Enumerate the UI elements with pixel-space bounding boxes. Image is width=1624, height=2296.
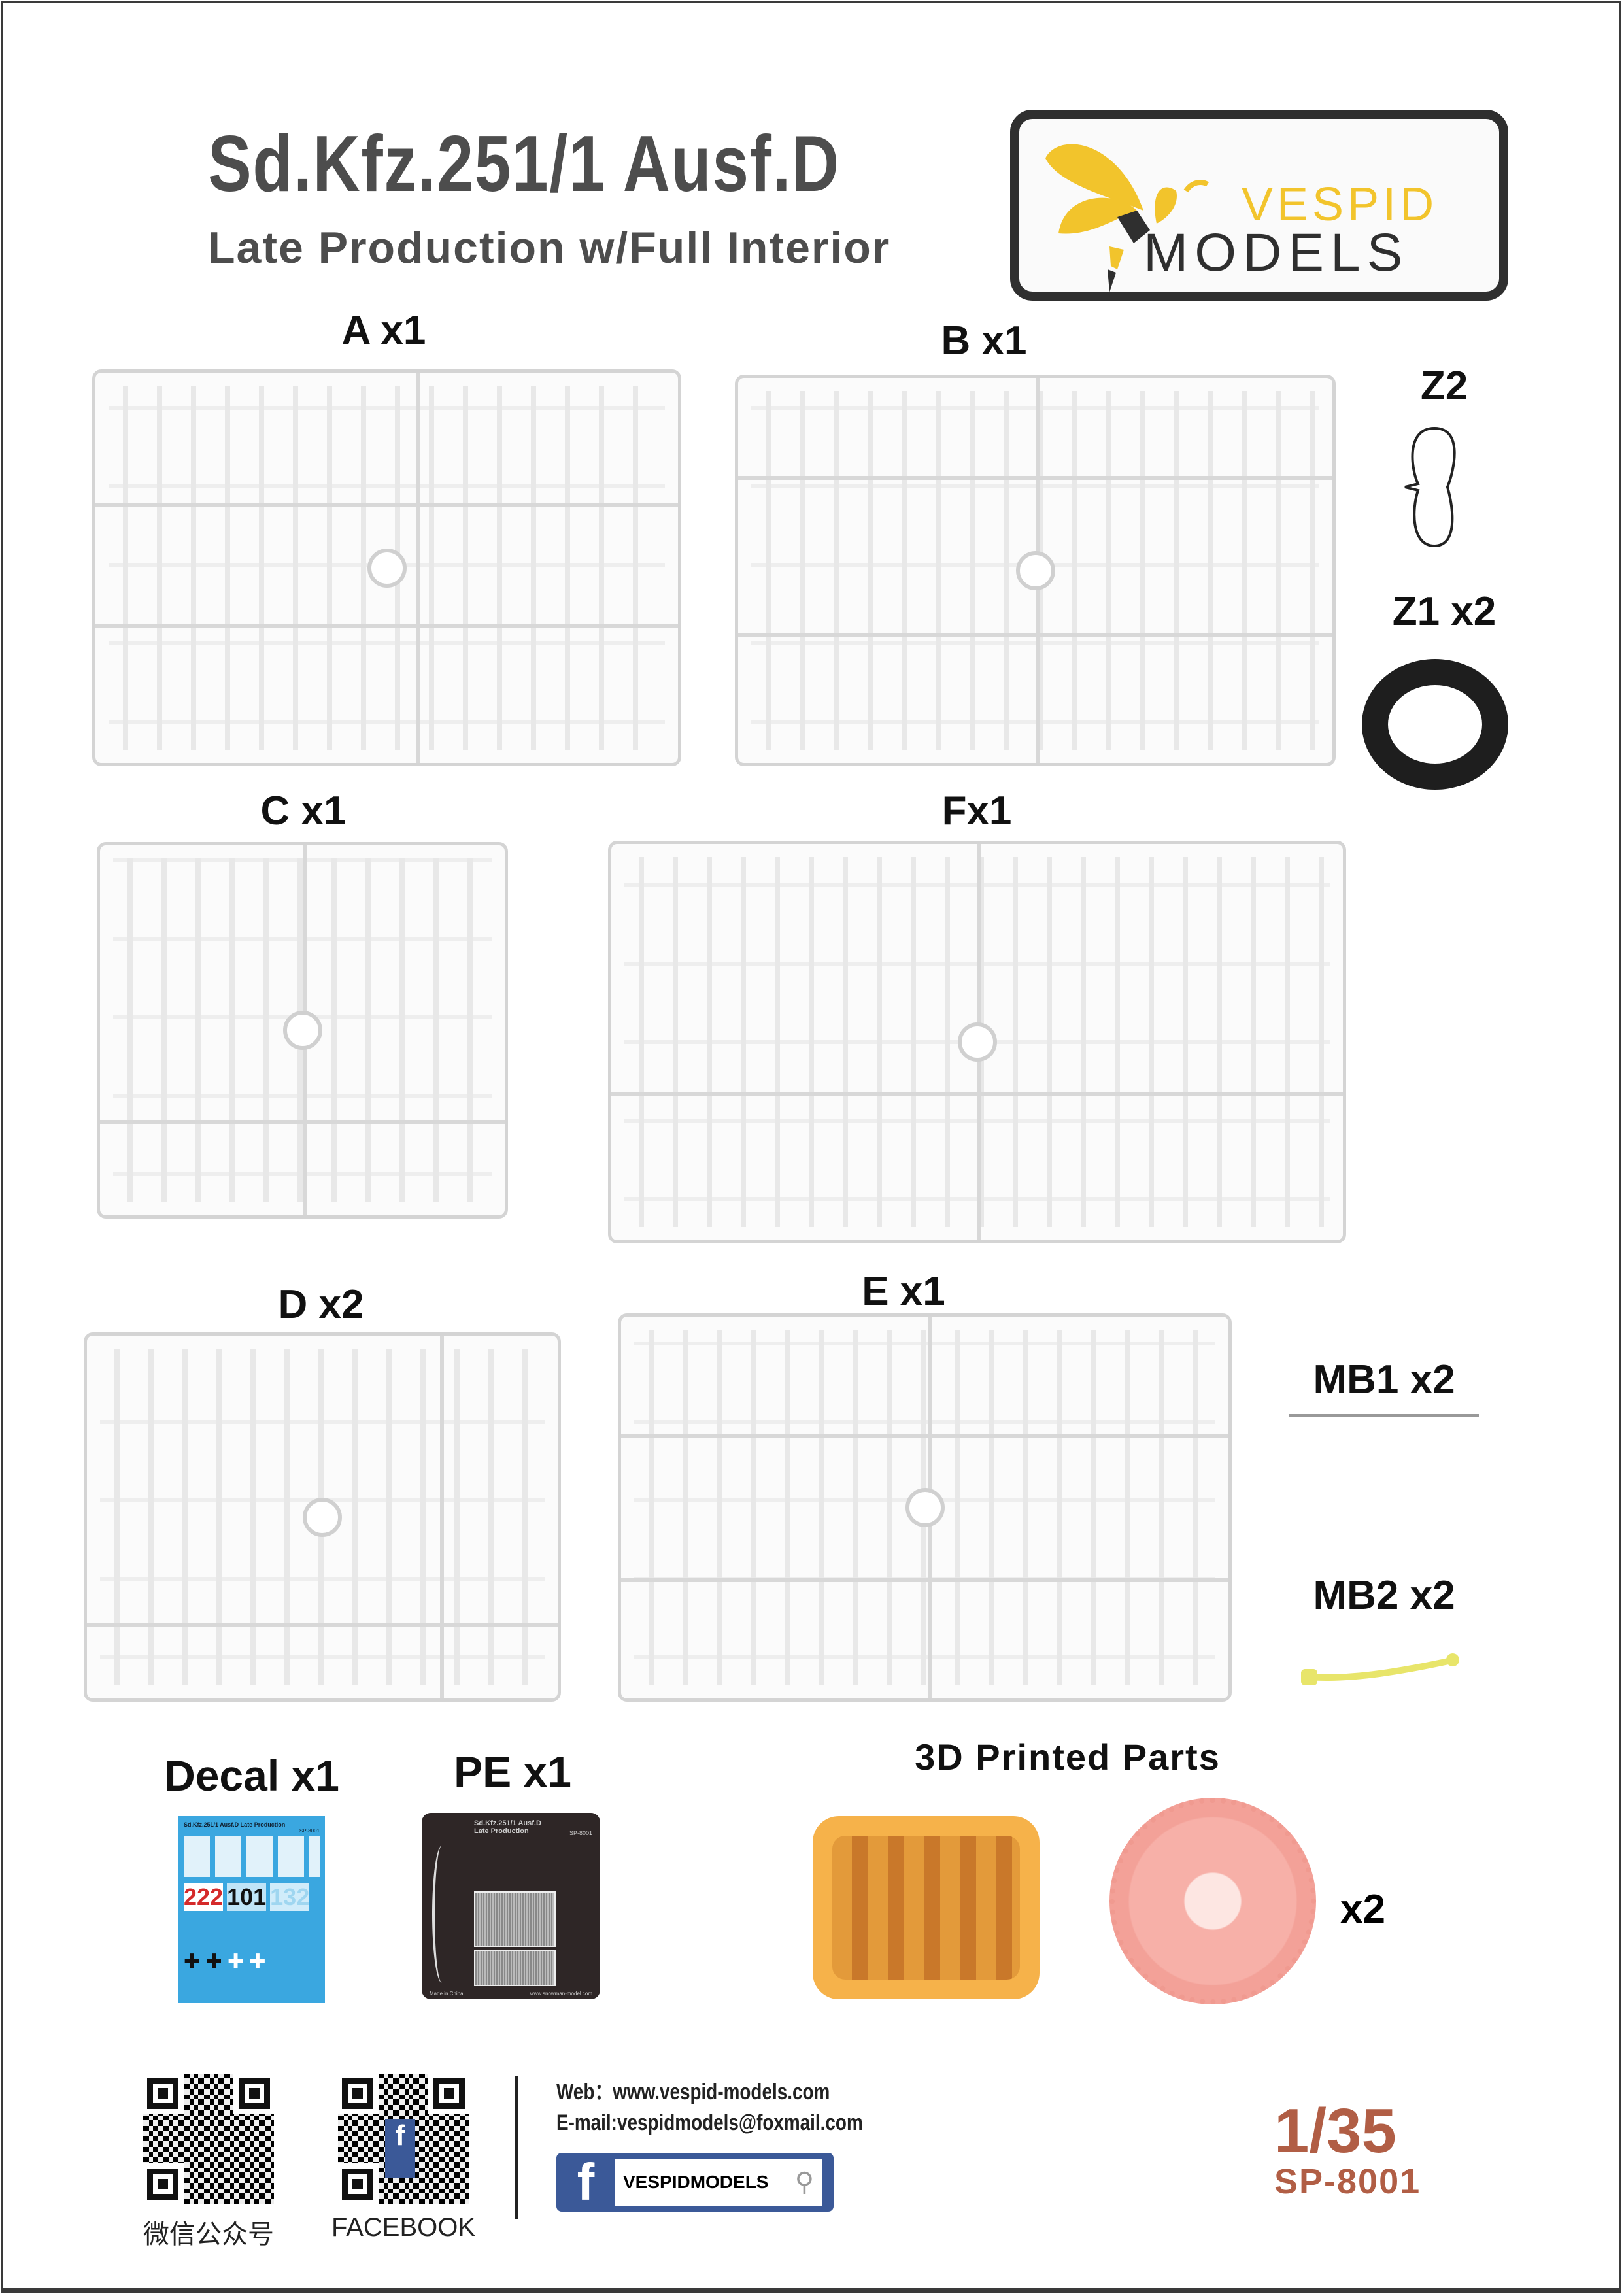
decal-code: SP-8001: [299, 1828, 320, 1834]
sprue-a-label: A x1: [341, 308, 426, 353]
pe-label: PE x1: [454, 1747, 571, 1796]
wechat-label: 微信公众号: [143, 2220, 274, 2249]
sprue-f: [608, 841, 1346, 1243]
wasp-icon: [1045, 144, 1210, 292]
facebook-label: FACEBOOK: [331, 2213, 476, 2242]
page-title: Sd.Kfz.251/1 Ausf.D: [208, 119, 840, 208]
facebook-page-name: VESPIDMODELS: [623, 2172, 769, 2192]
decal-sheet-title: Sd.Kfz.251/1 Ausf.D Late Production: [184, 1821, 286, 1828]
website-link[interactable]: Web：www.vespid-models.com: [556, 2080, 830, 2104]
pe-fret: Sd.Kfz.251/1 Ausf.D Late Production SP-8…: [422, 1813, 600, 1999]
z2-label: Z2: [1420, 363, 1468, 409]
sprue-b: [735, 375, 1336, 766]
sprue-a: [92, 369, 681, 766]
scale-label: 1/35: [1274, 2096, 1396, 2166]
search-icon: ⚲: [794, 2168, 814, 2197]
sprue-d-label: D x2: [278, 1282, 364, 1327]
sprue-c-label: C x1: [260, 788, 347, 834]
page-subtitle: Late Production w/Full Interior: [208, 223, 891, 273]
decal-sheet: Sd.Kfz.251/1 Ausf.D Late Production SP-8…: [178, 1816, 325, 2003]
pe-subtitle: Late Production: [474, 1827, 529, 1835]
logo-vespid-text: VESPID: [1242, 178, 1438, 231]
decal-number: 101: [227, 1883, 267, 1911]
sprue-e-label: E x1: [862, 1269, 945, 1314]
printed-multiplier: x2: [1340, 1887, 1385, 1932]
mb2-part-icon: [1301, 1653, 1459, 1685]
sprue-f-label: Fx1: [941, 788, 1012, 834]
footer-divider: [515, 2076, 518, 2219]
product-code: SP-8001: [1274, 2162, 1421, 2201]
wechat-qr-code[interactable]: [142, 2072, 275, 2205]
sprue-d: [84, 1332, 561, 1702]
printed-seat-part: [813, 1816, 1040, 1999]
mb1-label: MB1 x2: [1313, 1357, 1455, 1402]
vespid-logo: VESPID MODELS: [1010, 110, 1508, 301]
printed-parts-label: 3D Printed Parts: [915, 1736, 1221, 1778]
facebook-f-icon: f: [577, 2153, 595, 2211]
decal-number: 222: [184, 1883, 224, 1911]
z1-label: Z1 x2: [1392, 589, 1497, 634]
pe-title: Sd.Kfz.251/1 Ausf.D: [474, 1819, 541, 1827]
z1-tire: [1362, 659, 1508, 790]
printed-wheel-part: [1109, 1798, 1316, 2004]
decal-label: Decal x1: [164, 1751, 339, 1800]
mb2-label: MB2 x2: [1313, 1573, 1455, 1618]
facebook-search-badge[interactable]: f VESPIDMODELS ⚲: [556, 2153, 834, 2212]
logo-models-text: MODELS: [1143, 223, 1410, 282]
facebook-icon: f: [385, 2119, 415, 2178]
pe-made-in: Made in China: [430, 1991, 464, 1997]
pe-code: SP-8001: [569, 1830, 592, 1836]
mb1-part: [1289, 1414, 1479, 1417]
email-link[interactable]: E-mail:vespidmodels@foxmail.com: [556, 2110, 863, 2135]
sprue-b-label: B x1: [941, 318, 1027, 363]
sprue-e: [618, 1313, 1232, 1702]
facebook-qr-code[interactable]: f: [337, 2072, 470, 2205]
z2-part-icon: [1404, 426, 1456, 548]
sprue-c: [97, 842, 508, 1219]
pe-url: www.snowman-model.com: [530, 1991, 592, 1997]
decal-number: 132: [270, 1883, 310, 1911]
